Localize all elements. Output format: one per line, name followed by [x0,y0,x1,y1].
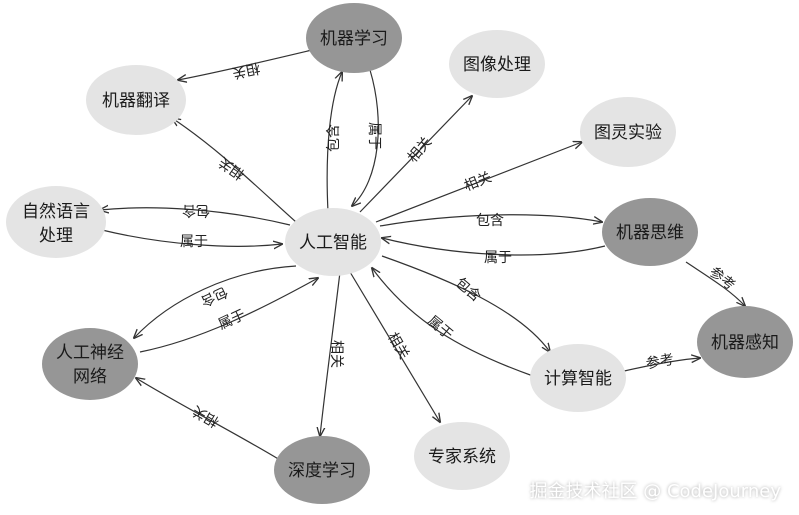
label-ai-expert: 相关 [384,330,412,362]
label-ai-nlp: 包含 [182,202,210,218]
node-label-line2: 处理 [39,226,73,246]
node-label-line2: 网络 [73,367,107,387]
edge-ai-nlp-contains [100,208,291,226]
node-machine-thinking: 机器思维 [602,198,698,266]
label-ai-thinking: 包含 [476,213,504,229]
node-label-line1: 人工神经 [56,343,124,363]
node-computational-intelligence: 计算智能 [530,344,626,412]
node-label: 计算智能 [544,369,612,389]
label-ai-mt: 相关 [216,153,248,182]
node-label: 机器学习 [320,29,388,49]
edge-ci-ai-belongs [372,268,534,377]
node-ai: 人工智能 [285,208,381,276]
label-ann-ai: 属于 [216,307,248,333]
edge-ml-ai-belongs [352,69,379,206]
edge-ai-turing-related [375,142,582,223]
node-machine-translation: 机器翻译 [86,65,186,135]
edge-ai-ann-contains [134,265,297,338]
label-ci-perception: 参考 [645,351,676,373]
node-label: 图像处理 [463,55,531,75]
node-label: 机器感知 [711,333,779,353]
label-dl-ann: 相关 [190,402,222,430]
node-label: 专家系统 [428,447,496,467]
watermark: 掘金技术社区 @ CodeJourney [529,481,781,502]
node-label: 人工智能 [299,233,367,253]
label-ml-ai: 属于 [366,122,382,150]
edge-ann-ai-belongs [139,278,318,353]
edge-nlp-ai-belongs [101,229,282,246]
node-machine-perception: 机器感知 [697,306,793,378]
node-label: 图灵实验 [594,123,662,143]
node-expert-system: 专家系统 [414,422,510,490]
node-turing-test: 图灵实验 [580,97,676,167]
edge-ai-image-related [359,96,472,213]
label-nlp-ai: 属于 [180,234,208,250]
edge-ml-mt-related [178,49,313,80]
edge-thinking-perception-refers [685,261,745,306]
node-label-line1: 自然语言 [22,202,90,222]
node-label: 深度学习 [288,461,356,481]
label-ai-turing: 相关 [462,169,494,194]
edge-thinking-ai-belongs [382,238,606,256]
node-image-processing: 图像处理 [449,30,545,98]
edge-ai-mt-related [172,118,297,223]
node-ann: 人工神经 网络 [42,328,138,400]
node-nlp: 自然语言 处理 [6,186,106,258]
edge-ai-ci-contains [381,255,550,352]
edge-dl-ann-related [136,378,281,461]
node-label: 机器翻译 [102,91,170,111]
edge-ai-ml-contains [326,72,342,213]
label-ai-dl: 相关 [328,340,344,368]
label-ml-mt: 相关 [231,59,262,80]
node-label: 机器思维 [616,223,684,243]
label-thinking-ai: 属于 [484,250,512,266]
edge-ai-dl-related [320,271,341,436]
label-thinking-perception: 参考 [706,263,739,294]
node-machine-learning: 机器学习 [306,3,402,73]
node-deep-learning: 深度学习 [274,436,370,504]
label-ai-ci: 包含 [452,275,484,305]
label-ai-ml: 包含 [326,124,342,152]
edge-ai-expert-related [349,271,440,422]
edge-ci-perception-refers [619,358,700,373]
label-ai-ann: 包含 [198,283,230,309]
edge-ai-thinking-contains [379,214,602,227]
